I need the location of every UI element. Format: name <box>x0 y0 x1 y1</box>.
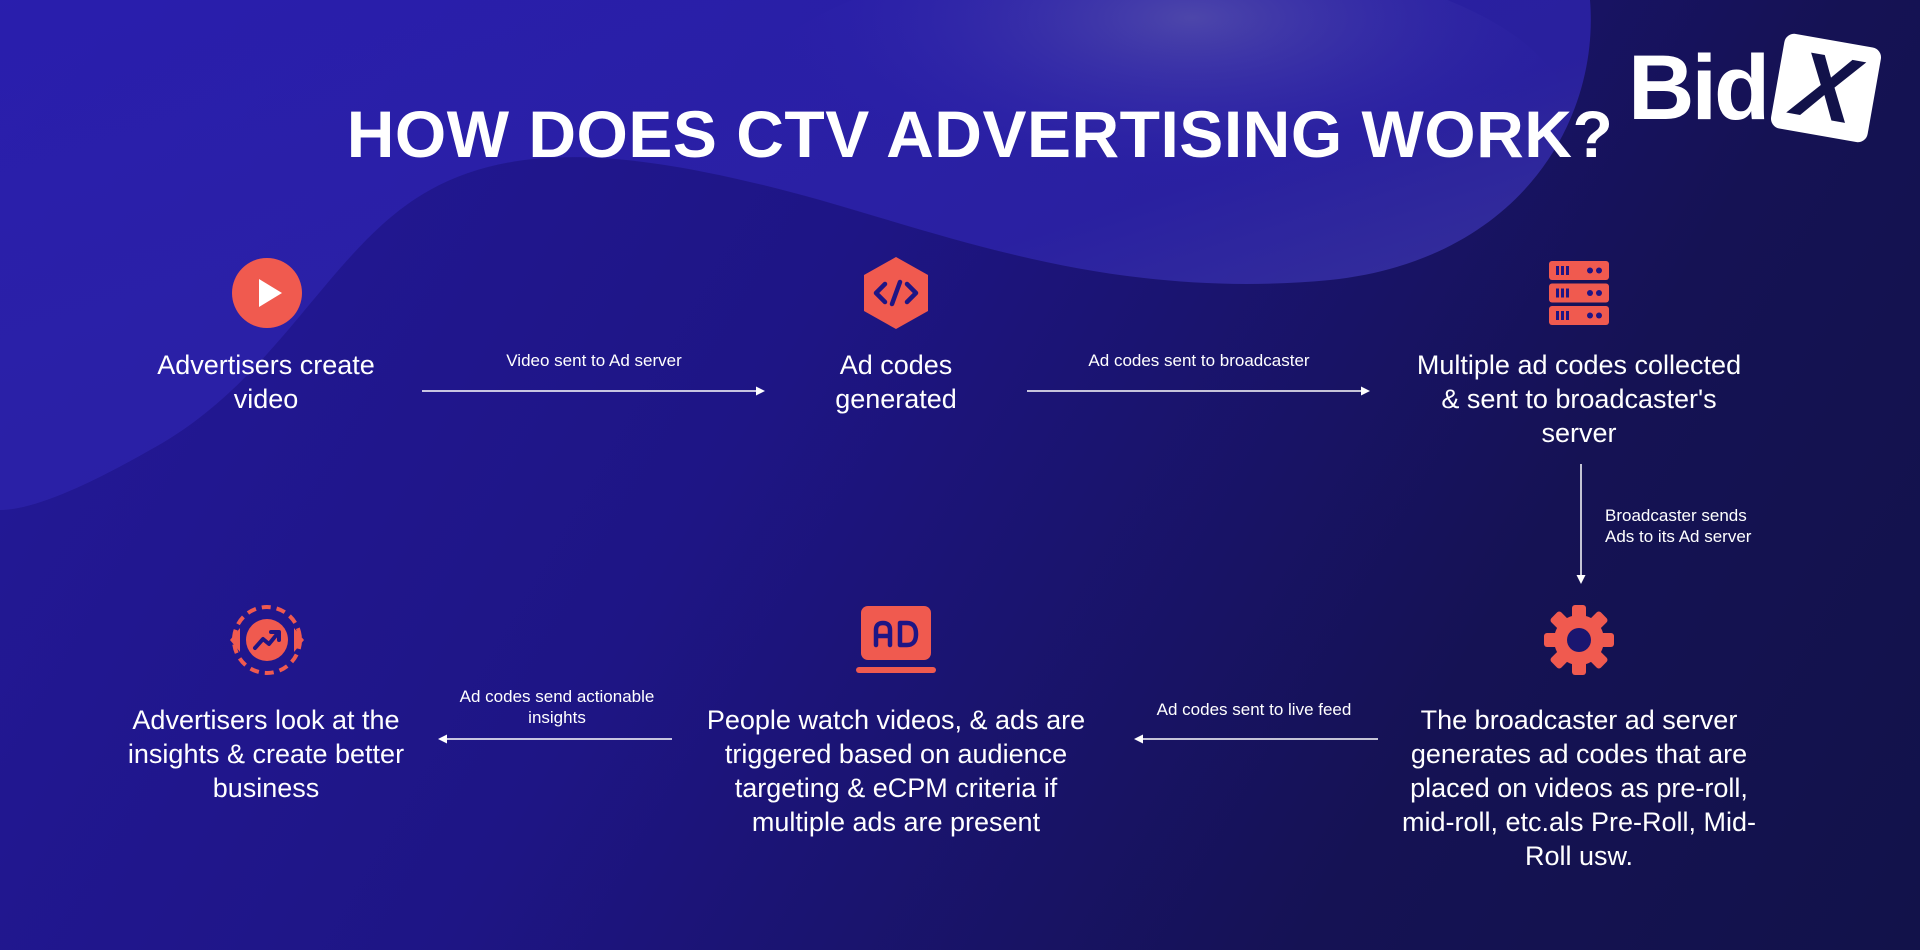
node-advertisers-insights: Advertisers look at the insights & creat… <box>127 705 405 803</box>
node-ad-codes-generated: Ad codes generated <box>835 350 957 414</box>
edge-label-video-sent: Video sent to Ad server <box>506 351 682 370</box>
ad-laptop-icon <box>856 606 936 673</box>
node-broadcaster-ad-server: The broadcaster ad server generates ad c… <box>1401 705 1757 871</box>
page-title: HOW DOES CTV ADVERTISING WORK? <box>346 97 1614 171</box>
gear-icon <box>1544 605 1614 675</box>
bidx-logo: Bid X <box>1628 32 1883 144</box>
arrow-video-sent <box>422 386 765 396</box>
edge-label-actionable-insights: Ad codes send actionable insights <box>459 687 655 727</box>
insights-eye-icon <box>230 605 304 675</box>
arrow-actionable-insights <box>438 734 672 744</box>
node-ad-codes-collected: Multiple ad codes collected & sent to br… <box>1416 350 1742 448</box>
arrow-codes-to-broadcaster <box>1027 386 1370 396</box>
arrow-broadcaster-sends <box>1576 464 1586 584</box>
edge-label-broadcaster-sends: Broadcaster sends Ads to its Ad server <box>1605 506 1752 546</box>
node-people-watch-videos: People watch videos, & ads are triggered… <box>706 705 1086 837</box>
node-advertisers-create-video: Advertisers create video <box>157 350 375 414</box>
code-icon <box>864 257 928 329</box>
play-icon <box>232 258 302 328</box>
logo-text: Bid <box>1628 37 1770 139</box>
server-icon <box>1549 261 1609 325</box>
edge-label-codes-to-broadcaster: Ad codes sent to broadcaster <box>1088 351 1310 370</box>
arrow-codes-to-live-feed <box>1134 734 1378 744</box>
edge-label-codes-to-live-feed: Ad codes sent to live feed <box>1156 700 1352 719</box>
